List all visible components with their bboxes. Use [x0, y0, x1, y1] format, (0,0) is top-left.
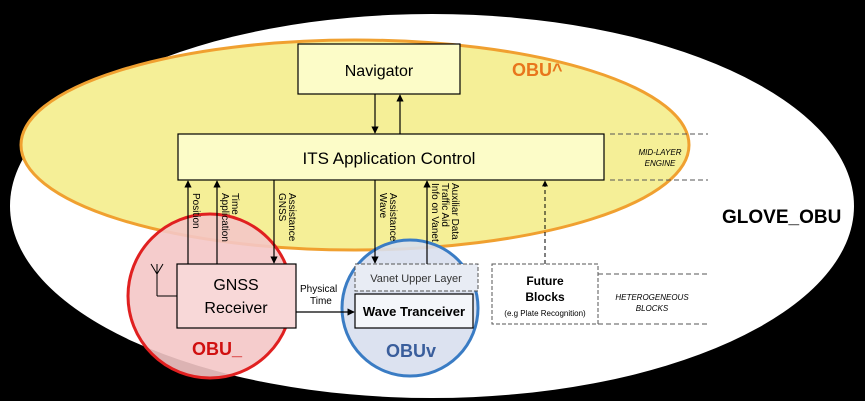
layer-separators: [598, 133, 708, 325]
wave-assistance-label-1: Wave: [377, 193, 388, 219]
gnss-label-line2: Receiver: [204, 300, 268, 317]
mid-layer-label-line1: MID-LAYER: [639, 148, 682, 157]
future-blocks-block: [491, 263, 599, 325]
antenna-icon: [150, 263, 177, 297]
gnss-label-line1: GNSS: [213, 277, 258, 294]
info-on-vanet-label-3: Auxiliar Data: [449, 183, 460, 240]
glove-obu-label: GLOVE_OBU: [722, 207, 841, 228]
application-time-label-2: Time: [229, 193, 240, 215]
heterogeneous-label-line1: HETEROGENEOUS: [615, 293, 689, 302]
future-label-line1: Future: [526, 274, 564, 288]
gnss-assistance-label-1: GNSS: [276, 193, 287, 222]
info-on-vanet-label-1: Info on Vanet: [429, 183, 440, 242]
its-application-control-block: [177, 133, 605, 181]
obu-top-label: OBU^: [512, 60, 563, 80]
heterogeneous-label-line2: BLOCKS: [636, 304, 669, 313]
wave-label: Wave Tranceiver: [363, 304, 465, 319]
position-label: Position: [190, 193, 201, 229]
obu-right-label: OBUv: [386, 341, 436, 361]
vanet-upper-label: Vanet Upper Layer: [370, 273, 462, 285]
application-time-label-1: Application: [219, 193, 230, 242]
future-label-line2: Blocks: [525, 290, 565, 304]
info-on-vanet-label-2: Traffic Aid: [439, 183, 450, 227]
mid-layer-label-line2: ENGINE: [645, 159, 676, 168]
navigator-block: [297, 43, 461, 95]
gnss-receiver-block: [176, 263, 297, 329]
vanet-upper-layer-block: [354, 263, 479, 292]
obu-left-label: OBU_: [192, 339, 243, 359]
its-label: ITS Application Control: [303, 149, 476, 168]
gnss-assistance-label-2: Assistance: [286, 193, 297, 242]
wave-tranceiver-block: [354, 293, 474, 329]
wave-assistance-label-2: Assistance: [387, 193, 398, 242]
physical-time-label-2: Time: [310, 296, 332, 307]
physical-time-label-1: Physical: [300, 284, 337, 295]
navigator-label: Navigator: [345, 63, 414, 80]
future-label-line3: (e.g Plate Recognition): [504, 309, 586, 318]
